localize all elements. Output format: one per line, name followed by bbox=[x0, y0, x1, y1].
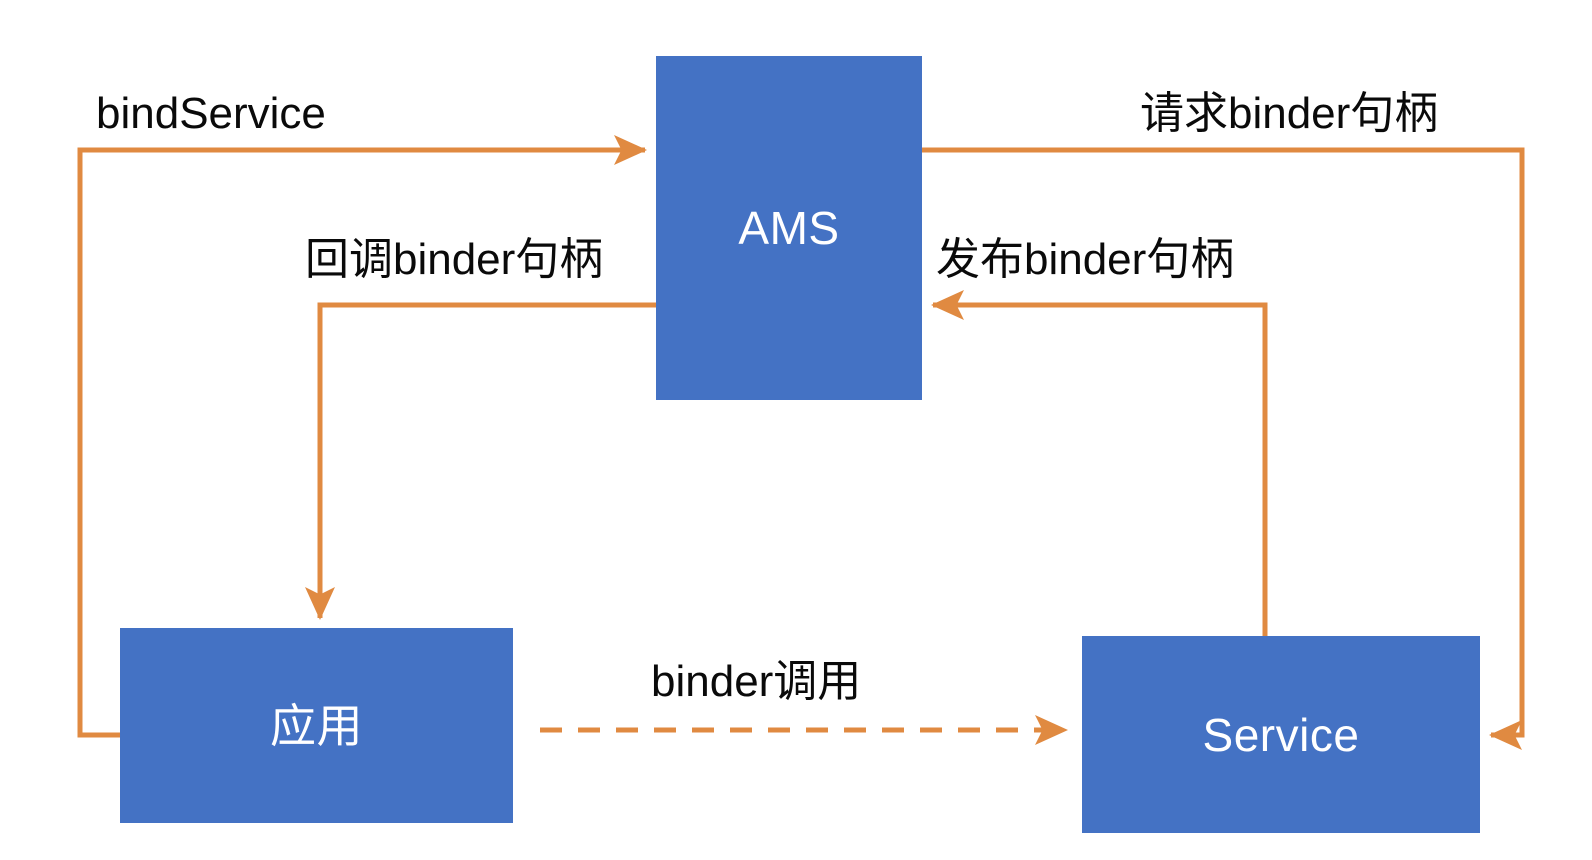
node-ams-label: AMS bbox=[738, 202, 840, 254]
edge-label-bind-service: bindService bbox=[96, 89, 326, 138]
node-app[interactable]: 应用 bbox=[120, 628, 513, 823]
node-ams[interactable]: AMS bbox=[656, 56, 922, 400]
node-service[interactable]: Service bbox=[1082, 636, 1480, 833]
node-app-label: 应用 bbox=[270, 699, 363, 752]
edge-publish-binder-handle-path bbox=[930, 290, 1268, 636]
edge-label-binder-call: binder调用 bbox=[651, 657, 862, 706]
edge-label-request-binder-handle: 请求binder句柄 bbox=[1140, 89, 1439, 138]
edge-bind-service-path bbox=[77, 135, 648, 738]
edge-request-binder-handle-path bbox=[922, 147, 1525, 750]
edge-label-publish-binder-handle: 发布binder句柄 bbox=[936, 235, 1235, 284]
node-service-label: Service bbox=[1202, 708, 1360, 761]
edge-callback-binder-handle-path bbox=[305, 302, 656, 621]
edge-label-callback-binder-handle: 回调binder句柄 bbox=[305, 235, 604, 284]
